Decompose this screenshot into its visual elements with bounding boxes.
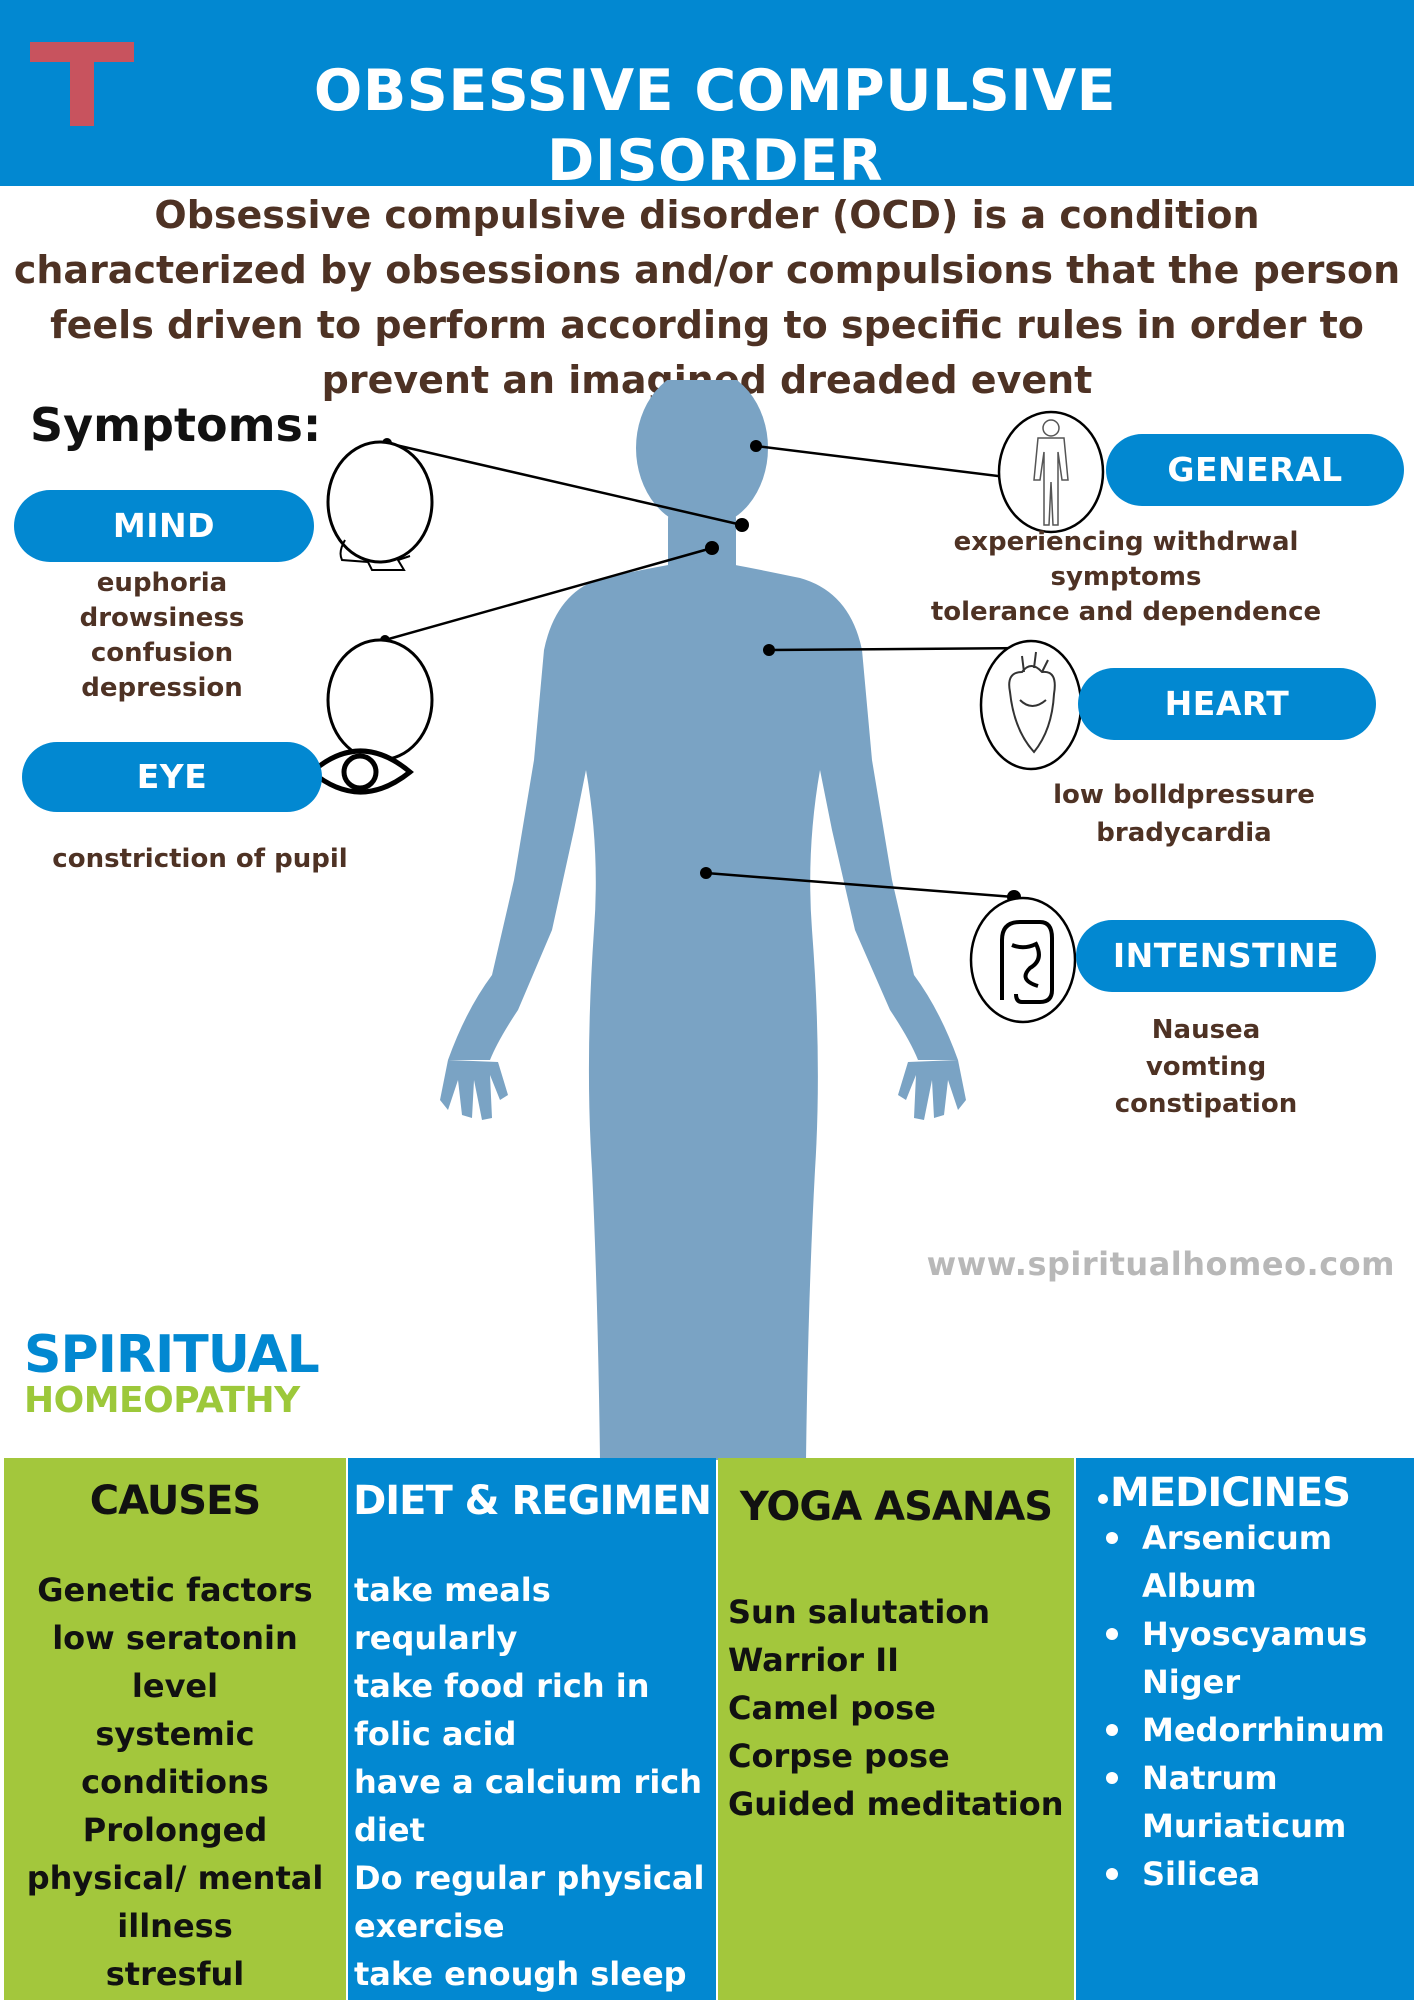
medicines-title: MEDICINES — [1110, 1470, 1351, 1516]
causes-item: Prolonged — [82, 1811, 268, 1849]
causes-item: physical/ mental — [26, 1859, 324, 1897]
yoga-item: Corpse pose — [728, 1737, 950, 1775]
medicine-name-line: Hyoscyamus — [1142, 1615, 1368, 1653]
heart-label: HEART — [1078, 668, 1376, 740]
eye-icon — [308, 638, 434, 795]
bullet-icon — [1106, 1532, 1118, 1544]
intestine-symptom-3: constipation — [1114, 1089, 1298, 1119]
symptoms-heading: Symptoms: — [30, 398, 322, 452]
heart-symptom-1: low bolldpressure — [1053, 780, 1315, 810]
yoga-title: YOGA ASANAS — [739, 1484, 1053, 1530]
diet-item: take meals reqularly — [354, 1571, 551, 1657]
causes-item: conditions — [81, 1763, 269, 1801]
diet-item: folic acid — [354, 1715, 517, 1753]
brand-name-line2: HOMEOPATHY — [24, 1380, 300, 1421]
header-banner: OBSESSIVE COMPULSIVE DISORDER — [0, 0, 1414, 194]
eye-symptom-1: constriction of pupil — [52, 844, 348, 874]
causes-item: illness — [117, 1907, 233, 1945]
medicine-name-line: Medorrhinum — [1142, 1711, 1385, 1749]
general-symptom-1: experiencing withdrwal symptoms — [953, 527, 1299, 592]
diet-item: exercise — [354, 1907, 505, 1945]
medicine-name-line: Niger — [1142, 1663, 1241, 1701]
causes-item: Genetic factors — [37, 1571, 313, 1609]
yoga-item: Warrior II — [728, 1641, 899, 1679]
intestine-symptoms: Nausea vomting constipation — [1086, 1012, 1326, 1123]
human-body-icon — [997, 410, 1105, 534]
medicine-item: Hyoscyamus Niger — [1076, 1610, 1414, 1706]
medicine-name-line: Muriaticum — [1142, 1807, 1347, 1845]
yoga-item: Sun salutation — [728, 1593, 991, 1631]
causes-item: stresful — [105, 1955, 245, 1993]
medicines-list: Arsenicum Album Hyoscyamus Niger Medorrh… — [1076, 1514, 1414, 1898]
diet-item: take food rich in — [354, 1667, 650, 1705]
body-diagram — [308, 380, 1105, 1460]
diet-item: take enough sleep — [354, 1955, 687, 1993]
causes-item: systemic — [95, 1715, 255, 1753]
causes-list: Genetic factors low seratonin level syst… — [4, 1566, 346, 2000]
yoga-panel: YOGA ASANAS Sun salutation Warrior II Ca… — [718, 1458, 1074, 2000]
medicine-item: Arsenicum Album — [1076, 1514, 1414, 1610]
bullet-icon — [1098, 1494, 1108, 1504]
intro-paragraph: Obsessive compulsive disorder (OCD) is a… — [13, 193, 1401, 402]
mind-label: MIND — [14, 490, 314, 562]
bullet-icon — [1106, 1772, 1118, 1784]
causes-item: low seratonin level — [52, 1619, 298, 1705]
medicine-item: Silicea — [1076, 1850, 1414, 1898]
diet-item: Do regular physical — [354, 1859, 705, 1897]
heart-symptom-2: bradycardia — [1096, 818, 1272, 848]
bullet-icon — [1106, 1628, 1118, 1640]
medicine-item: Medorrhinum — [1076, 1706, 1414, 1754]
intestine-symptom-2: vomting — [1145, 1052, 1267, 1082]
mind-symptom-1: euphoria — [96, 568, 228, 598]
diet-list: take meals reqularly take food rich in f… — [354, 1566, 714, 1998]
heart-organ-icon — [979, 639, 1083, 771]
medicine-name-line: Album — [1142, 1567, 1257, 1605]
bullet-icon — [1106, 1868, 1118, 1880]
mind-symptom-4: depression — [81, 673, 243, 703]
head-icon — [326, 440, 434, 571]
website-url: www.spiritualhomeo.com — [926, 1245, 1395, 1283]
causes-panel: CAUSES Genetic factors low seratonin lev… — [4, 1458, 346, 2000]
medicine-name-line: Silicea — [1142, 1855, 1261, 1893]
causes-title: CAUSES — [89, 1478, 262, 1524]
bullet-icon — [1106, 1724, 1118, 1736]
yoga-item: Camel pose — [728, 1689, 936, 1727]
letter-t-logo — [30, 42, 134, 126]
general-symptom-2: tolerance and dependence — [930, 597, 1322, 627]
diet-panel: DIET & REGIMEN take meals reqularly take… — [348, 1458, 716, 2000]
brand-name-line1: SPIRITUAL — [24, 1325, 320, 1385]
mind-symptom-2: drowsiness — [79, 603, 245, 633]
yoga-item: Guided meditation — [728, 1785, 1064, 1823]
diet-item: diet — [354, 1811, 425, 1849]
medicine-name-line: Arsenicum — [1142, 1519, 1333, 1557]
intestine-label: INTENSTINE — [1076, 920, 1376, 992]
mind-symptom-3: confusion — [90, 638, 234, 668]
eye-label: EYE — [22, 742, 322, 812]
mind-symptoms: euphoria drowsiness confusion depression — [40, 566, 284, 706]
medicine-item: Natrum Muriaticum — [1076, 1754, 1414, 1850]
heart-symptoms: low bolldpressure bradycardia — [1036, 776, 1332, 852]
general-label: GENERAL — [1106, 434, 1404, 506]
intestine-symptom-1: Nausea — [1151, 1015, 1261, 1045]
intestine-icon — [969, 896, 1077, 1024]
yoga-list: Sun salutation Warrior II Camel pose Cor… — [728, 1588, 1068, 1828]
general-symptoms: experiencing withdrwal symptoms toleranc… — [888, 525, 1364, 630]
diet-item: have a calcium rich — [354, 1763, 703, 1801]
medicine-name-line: Natrum — [1142, 1759, 1278, 1797]
page-title: OBSESSIVE COMPULSIVE DISORDER — [313, 58, 1117, 194]
diet-title: DIET & REGIMEN — [353, 1478, 712, 1524]
human-silhouette — [440, 380, 966, 1460]
medicines-panel: MEDICINES Arsenicum Album Hyoscyamus Nig… — [1076, 1458, 1414, 2000]
